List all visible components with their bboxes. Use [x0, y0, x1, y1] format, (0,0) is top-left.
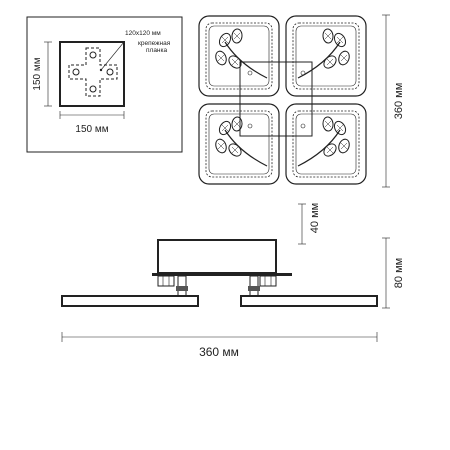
mounting-plate: [152, 273, 292, 276]
mount-size-label: 120x120 мм: [125, 30, 161, 37]
bracket-leader: [100, 41, 125, 71]
panel-bottom-left: [198, 103, 280, 185]
inset-height-label: 150 мм: [32, 57, 43, 90]
inset-width-label: 150 мм: [75, 124, 108, 135]
screw-hole-top: [89, 51, 97, 59]
top-view: 360 мм: [198, 14, 405, 188]
total-height-label: 80 мм: [393, 258, 405, 288]
right-lamp-panel: [240, 295, 378, 307]
screw-hole-left: [72, 68, 80, 76]
base-height-label: 40 мм: [309, 203, 321, 233]
left-nut: [157, 275, 175, 287]
left-lamp-panel: [61, 295, 199, 307]
screw-hole-right: [106, 68, 114, 76]
canopy-box: [157, 239, 277, 274]
panel-bottom-right: [285, 103, 367, 185]
mounting-inset: 120x120 мм крепежная планка 150 мм 150 м…: [26, 16, 183, 153]
bracket-label-1: крепежная: [138, 40, 171, 47]
right-nut: [259, 275, 277, 287]
panel-top-left: [198, 15, 280, 97]
panel-top-right: [285, 15, 367, 97]
top-frame: [239, 61, 313, 137]
top-height-label: 360 мм: [393, 83, 405, 120]
mounting-bracket: [68, 47, 118, 97]
bracket-label-2: планка: [146, 47, 168, 54]
side-view: 40 мм 80 мм 360 мм: [61, 203, 405, 359]
side-width-label: 360 мм: [199, 345, 239, 359]
inset-frame: [26, 16, 183, 153]
canopy-square: [59, 41, 125, 107]
screw-hole-bottom: [89, 85, 97, 93]
